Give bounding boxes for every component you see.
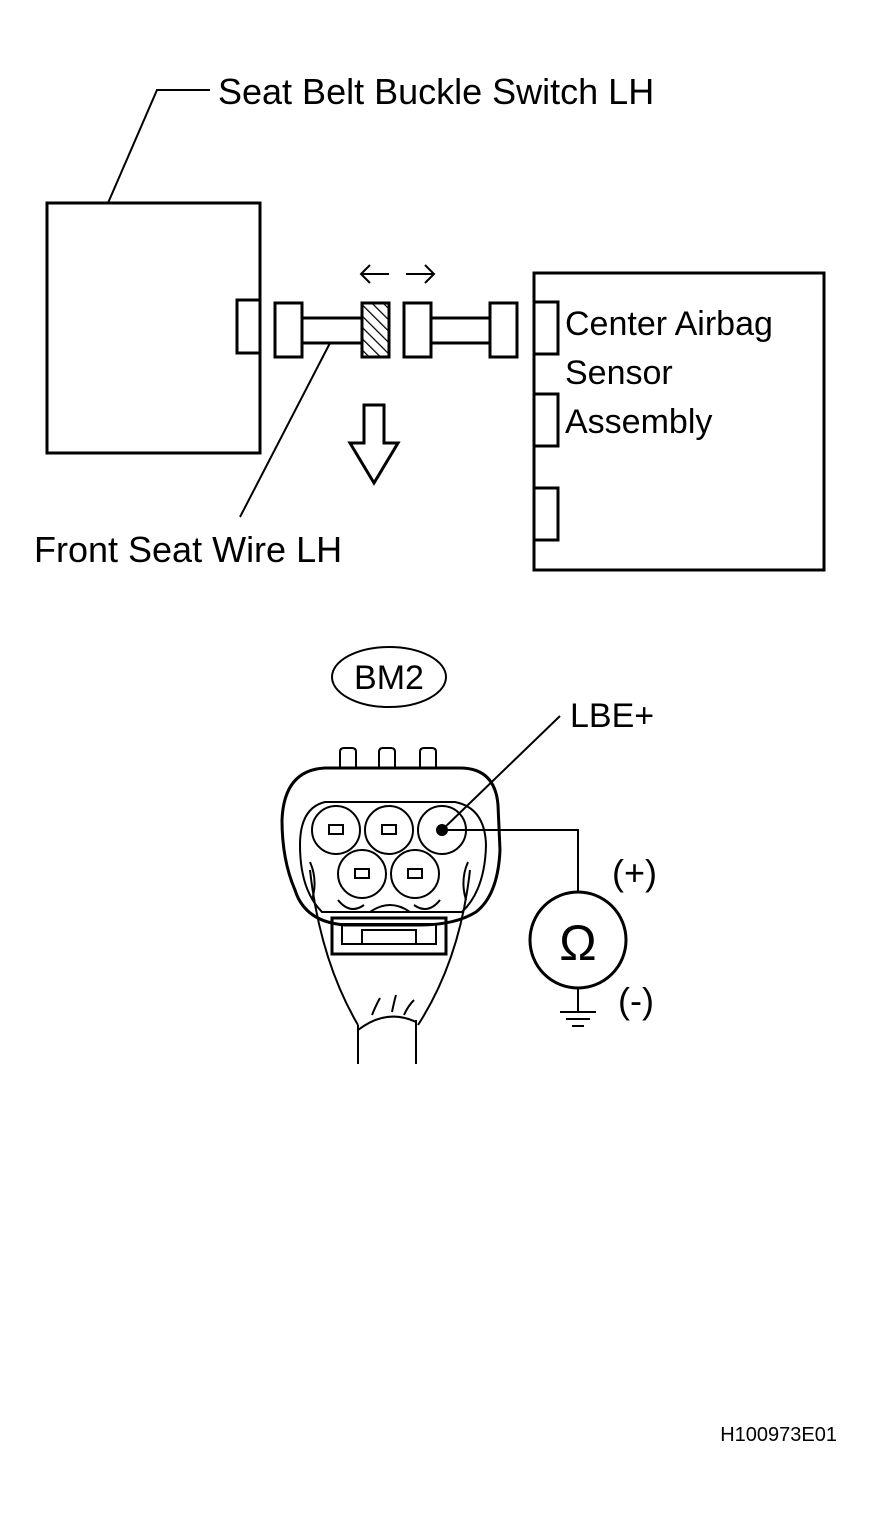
wire-left-plug: [273, 301, 304, 359]
wire-right-connector: [402, 301, 433, 359]
airbag-sensor-label-line3: Assembly: [565, 403, 712, 441]
buckle-switch-label: Seat Belt Buckle Switch LH: [218, 71, 654, 112]
buckle-switch-port: [235, 298, 262, 355]
positive-label: (+): [612, 852, 657, 893]
airbag-sensor-port-3: [532, 486, 560, 542]
front-seat-wire-label: Front Seat Wire LH: [34, 529, 342, 570]
terminal-label: LBE+: [570, 697, 654, 735]
figure-id: H100973E01: [720, 1424, 837, 1446]
buckle-switch-component: Seat Belt Buckle Switch LH: [45, 71, 654, 455]
ground-icon: [560, 1011, 596, 1027]
airbag-sensor-port-1: [532, 300, 560, 356]
down-arrow-icon: [347, 403, 401, 486]
wire-right-plug: [488, 301, 519, 359]
airbag-sensor-port-2: [532, 392, 560, 448]
connector-code-oval: [331, 646, 447, 708]
negative-label: (-): [618, 980, 654, 1021]
buckle-switch-box: [45, 201, 262, 455]
airbag-sensor-box: [532, 271, 826, 572]
airbag-sensor-label-line1: Center Airbag: [565, 305, 773, 343]
front-seat-wire-leader: [239, 342, 331, 518]
connector-code-label: BM2: [354, 659, 424, 697]
center-airbag-sensor-component: Center Airbag Sensor Assembly: [532, 271, 826, 572]
ohm-symbol: Ω: [559, 915, 596, 971]
front-seat-wire: Front Seat Wire LH: [34, 301, 519, 570]
terminal-leader: [441, 715, 561, 831]
left-right-arrows-icon: [359, 264, 436, 284]
airbag-sensor-label-line2: Sensor: [565, 354, 673, 392]
ohmmeter-icon: Ω: [442, 829, 628, 1012]
bm2-connector-detail: BM2: [280, 646, 502, 1064]
wire-connector-bm2-hatched: [360, 301, 391, 359]
buckle-switch-leader: [107, 89, 210, 204]
